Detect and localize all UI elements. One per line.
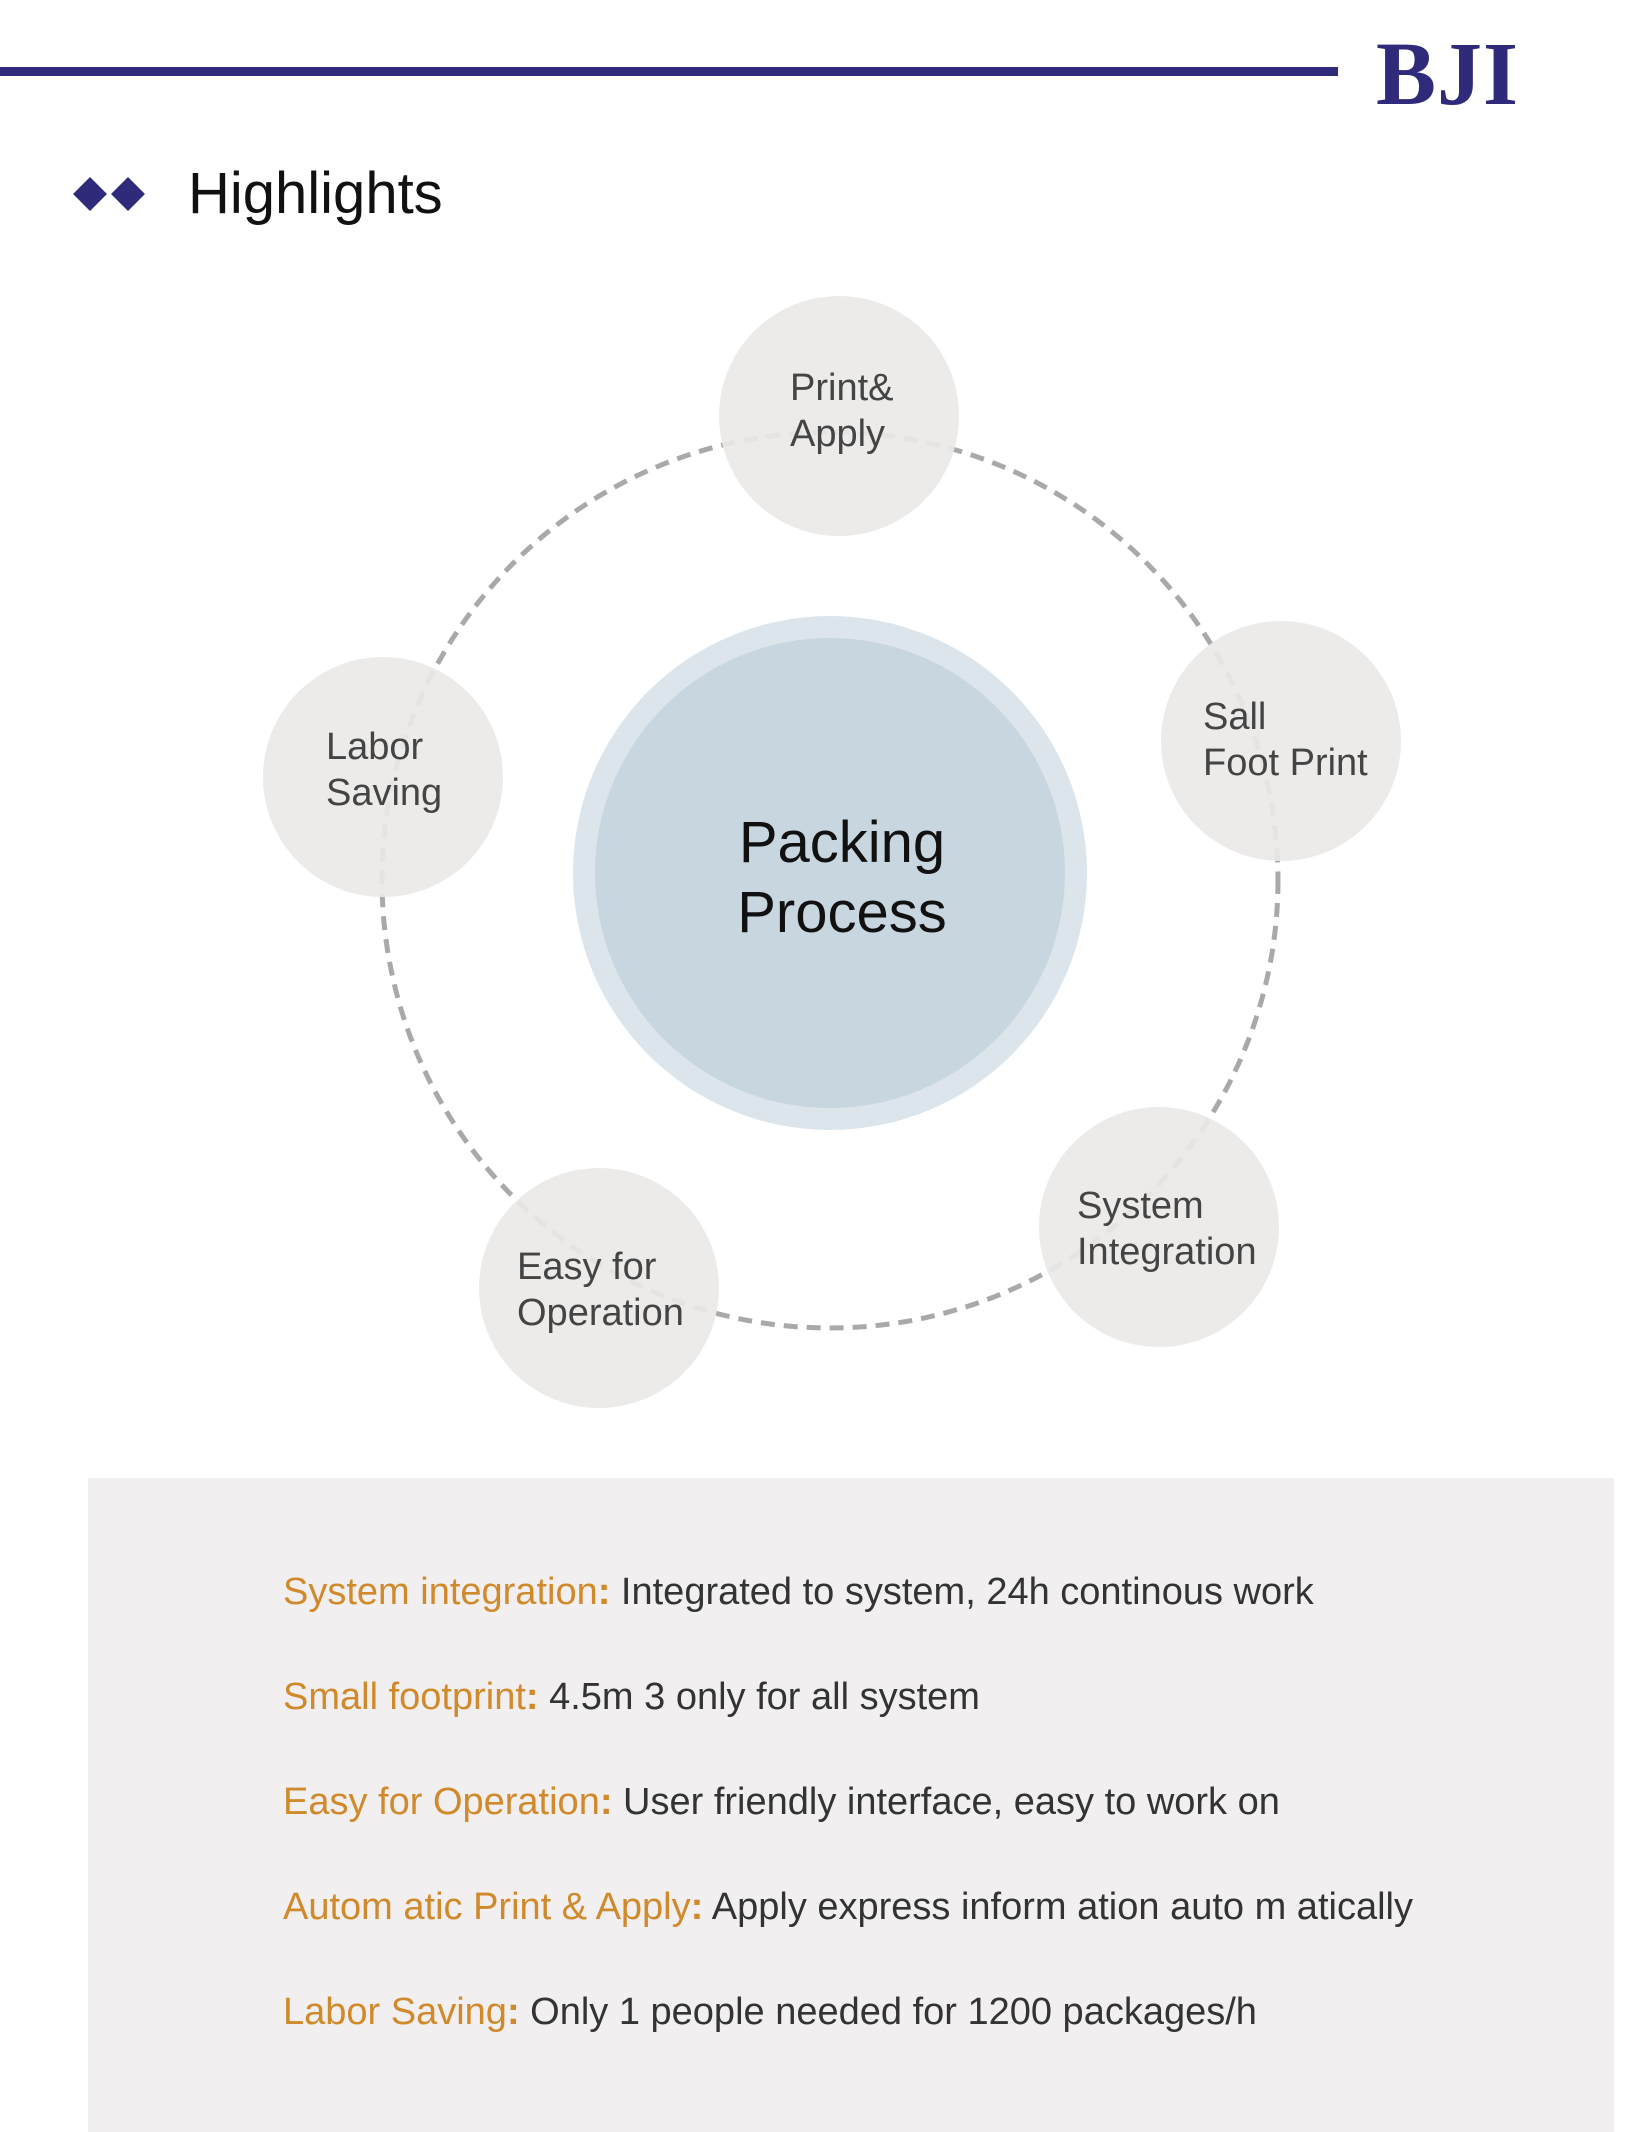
section-title: Highlights — [188, 161, 443, 226]
highlight-row: System integration: Integrated to system… — [283, 1571, 1314, 1613]
node-label-print-apply: Print& Apply — [790, 367, 894, 455]
node-label-small-footprint: Sall Foot Print — [1203, 696, 1368, 784]
node-label-easy-operation: Easy for Operation — [517, 1246, 684, 1334]
node-labor-saving — [263, 657, 503, 897]
highlight-row: Small footprint: 4.5m 3 only for all sys… — [283, 1676, 980, 1718]
highlights-diagram — [263, 296, 1401, 1408]
node-system-integration — [1039, 1107, 1279, 1347]
node-small-footprint — [1161, 621, 1401, 861]
highlight-row: Easy for Operation: User friendly interf… — [283, 1781, 1280, 1823]
node-print-apply — [719, 296, 959, 536]
section-heading: Highlights — [73, 161, 443, 226]
highlight-row: Labor Saving: Only 1 people needed for 1… — [283, 1991, 1257, 2033]
header-rule — [0, 67, 1338, 76]
node-easy-operation — [479, 1168, 719, 1408]
node-label-system-integration: System Integration — [1077, 1185, 1257, 1273]
highlights-panel: System integration: Integrated to system… — [88, 1478, 1614, 2132]
center-label: Packing Process — [737, 810, 947, 945]
center-circle — [595, 638, 1065, 1108]
highlight-row: Autom atic Print & Apply: Apply express … — [283, 1886, 1413, 1928]
node-label-labor-saving: Labor Saving — [326, 726, 443, 814]
bji-logo: BJI — [1376, 25, 1520, 124]
